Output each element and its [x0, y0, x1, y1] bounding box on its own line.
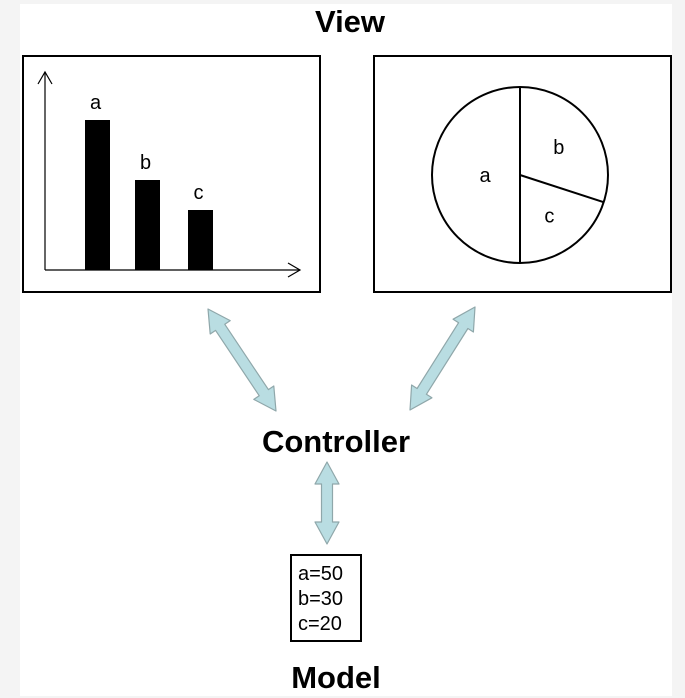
pie-slice-label-c: c — [544, 205, 554, 227]
bar-label-c: c — [194, 182, 204, 204]
arrow-barchart-controller — [207, 308, 277, 412]
bar-c — [188, 210, 213, 270]
pie-slice-label-a: a — [479, 165, 491, 187]
pie-chart: a b c — [431, 86, 609, 264]
model-value-a: a=50 — [298, 563, 343, 585]
arrow-piechart-controller — [409, 306, 476, 411]
bar-label-a: a — [90, 92, 102, 114]
arrow-controller-model — [314, 461, 340, 545]
model-frame — [290, 554, 362, 642]
model-value-b: b=30 — [298, 588, 343, 610]
pie-slice-label-b: b — [553, 137, 564, 159]
bar-chart-panel: a b c — [22, 55, 321, 293]
model-box: a=50 b=30 c=20 — [290, 554, 362, 642]
controller-title: Controller — [262, 424, 410, 459]
bar-b — [135, 180, 160, 270]
pie-divider-2 — [519, 174, 605, 204]
connection-arrows — [207, 306, 476, 545]
model-title: Model — [291, 660, 381, 695]
bar-chart-bars: a b c — [85, 92, 213, 270]
bar-label-b: b — [140, 152, 151, 174]
bar-chart-y-arrowhead — [37, 70, 53, 85]
view-title: View — [315, 4, 386, 39]
bar-a — [85, 120, 110, 270]
bar-chart-x-arrowhead — [287, 262, 302, 278]
model-value-c: c=20 — [298, 613, 342, 635]
pie-chart-panel: a b c — [373, 55, 672, 293]
bar-chart-frame — [22, 55, 321, 293]
